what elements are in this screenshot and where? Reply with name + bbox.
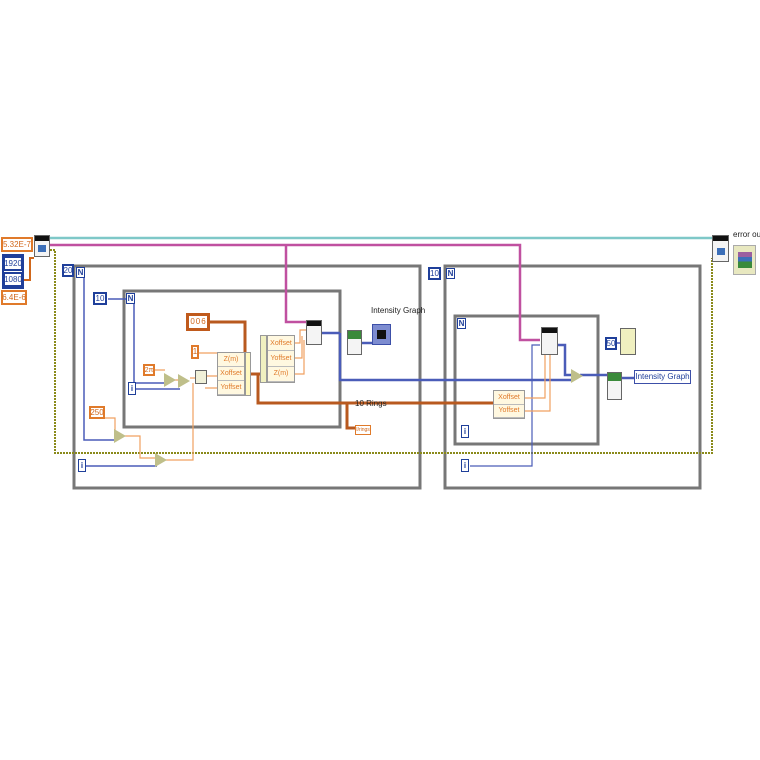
count-terminal: N bbox=[446, 268, 455, 279]
intensity-graph-label: Intensity Graph bbox=[371, 306, 426, 315]
intensity-graph-terminal[interactable] bbox=[372, 324, 391, 345]
graph-icon bbox=[377, 330, 386, 339]
count-terminal: N bbox=[126, 293, 135, 304]
radius-step-constant[interactable]: 250 bbox=[89, 406, 105, 419]
cluster-icon bbox=[737, 252, 752, 268]
loop2-count-constant[interactable]: 10 bbox=[428, 267, 441, 280]
array-element: 6 bbox=[201, 317, 206, 326]
multiply-function-icon[interactable] bbox=[155, 453, 167, 467]
display-icon bbox=[38, 245, 46, 252]
array-constant[interactable]: 0 0 6 bbox=[186, 313, 210, 331]
rings-indicator[interactable]: I/rings bbox=[355, 425, 371, 435]
outer-count-constant[interactable]: 20 bbox=[62, 264, 74, 277]
divide-function-icon[interactable] bbox=[164, 373, 176, 387]
error-out-cluster-indicator[interactable] bbox=[733, 245, 756, 275]
close-subvi-node[interactable] bbox=[712, 235, 729, 262]
iteration-terminal: i bbox=[128, 382, 136, 395]
float-wire-d[interactable] bbox=[525, 355, 551, 412]
error-wire[interactable] bbox=[50, 249, 713, 454]
wait-constant[interactable]: 50 bbox=[605, 337, 617, 350]
constant-wire[interactable] bbox=[24, 257, 34, 281]
two-pi-constant[interactable]: 2π bbox=[143, 364, 155, 376]
build-array-node[interactable] bbox=[245, 352, 251, 396]
refnum-wire[interactable] bbox=[50, 243, 540, 342]
intensity-graph-indicator[interactable]: Intensity Graph bbox=[634, 370, 691, 384]
cluster-field: Yoffset bbox=[218, 381, 244, 395]
count-terminal: N bbox=[76, 267, 85, 278]
unbundle-by-name-2[interactable]: Xoffset Yoffset bbox=[493, 390, 525, 419]
int-constant-group bbox=[2, 254, 24, 289]
cluster-field: Xoffset bbox=[268, 336, 294, 352]
cluster-field: Z(m) bbox=[268, 367, 294, 382]
render-subvi[interactable] bbox=[607, 372, 622, 400]
float-wire-c[interactable] bbox=[295, 329, 306, 375]
array-element: 0 bbox=[190, 317, 195, 326]
draw-subvi[interactable] bbox=[541, 327, 558, 355]
unbundle-by-name-1[interactable]: Xoffset Yoffset Z(m) bbox=[267, 335, 295, 383]
inner-count-constant[interactable]: 10 bbox=[93, 292, 107, 305]
count-wire-1[interactable] bbox=[83, 272, 115, 441]
init-subvi-node[interactable] bbox=[34, 235, 50, 257]
float-wire-b[interactable] bbox=[105, 383, 194, 461]
float-wire-a[interactable] bbox=[155, 352, 217, 389]
index-array-node[interactable] bbox=[260, 335, 267, 383]
iteration-terminal: i bbox=[78, 459, 86, 472]
wavelength-constant[interactable]: 5.32E-7 bbox=[1, 237, 33, 252]
iteration-terminal: i bbox=[461, 459, 469, 472]
cluster-field: Xoffset bbox=[218, 367, 244, 381]
polar-to-rect-icon[interactable] bbox=[195, 370, 207, 384]
array-element: 0 bbox=[195, 317, 201, 326]
multiply-function-icon[interactable] bbox=[114, 429, 126, 443]
pixel-pitch-constant[interactable]: 6.4E-6 bbox=[1, 290, 27, 305]
outer-for-loop-2[interactable] bbox=[443, 264, 702, 490]
wait-ms-icon[interactable] bbox=[620, 328, 636, 355]
image-wire[interactable] bbox=[322, 331, 634, 382]
bundle-by-name-1[interactable]: Z(m) Xoffset Yoffset bbox=[217, 352, 245, 396]
count-terminal: N bbox=[457, 318, 466, 329]
one-constant[interactable]: 1 bbox=[191, 345, 199, 359]
outer-for-loop-1[interactable] bbox=[72, 264, 422, 490]
render-subvi[interactable] bbox=[347, 330, 362, 355]
array-wire[interactable] bbox=[210, 320, 495, 430]
cluster-field: Xoffset bbox=[494, 391, 524, 405]
iteration-terminal: i bbox=[461, 425, 469, 438]
cluster-field: Yoffset bbox=[494, 405, 524, 418]
multiply-function-icon[interactable] bbox=[178, 374, 190, 388]
error-out-label: error out bbox=[733, 230, 760, 239]
cluster-field: Z(m) bbox=[218, 353, 244, 367]
width-constant[interactable]: 1920 bbox=[3, 256, 23, 271]
display-icon bbox=[716, 247, 725, 255]
iteration-wire-2[interactable] bbox=[470, 344, 540, 467]
rings-label: 10 Rings bbox=[355, 399, 387, 408]
generate-pattern-subvi[interactable] bbox=[306, 320, 322, 345]
height-constant[interactable]: 1080 bbox=[3, 272, 23, 287]
cluster-field: Yoffset bbox=[268, 351, 294, 367]
add-function-icon[interactable] bbox=[571, 369, 583, 383]
